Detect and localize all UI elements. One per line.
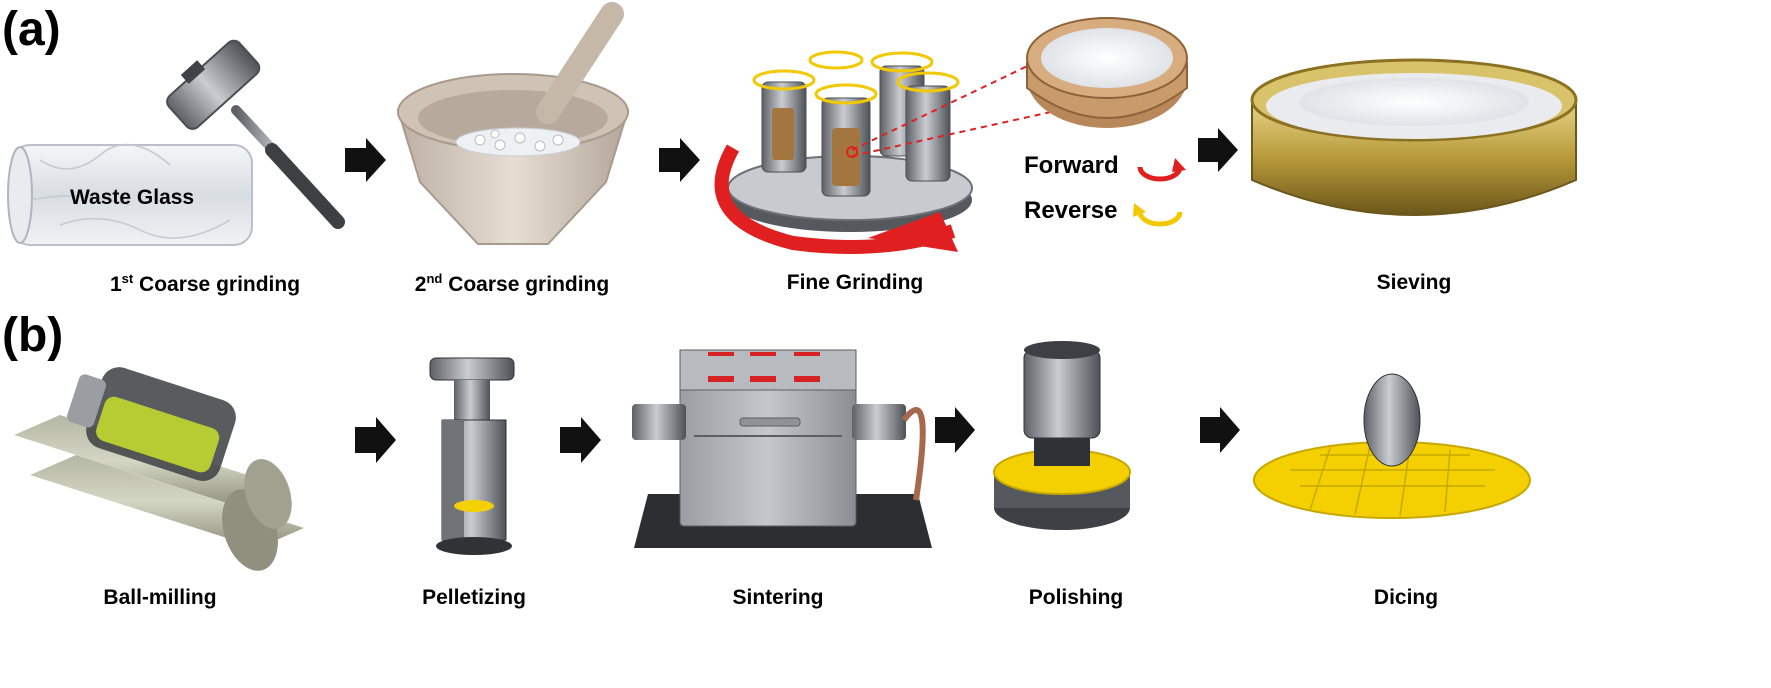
jar-zoom-bowl — [1026, 17, 1188, 128]
hammer-icon — [166, 39, 345, 229]
step-caption-coarse-grinding-2: 2nd Coarse grinding — [414, 271, 610, 296]
legend-forward-label: Forward — [1024, 152, 1119, 179]
forward-arrow-icon — [1137, 158, 1186, 182]
process-arrow-b2 — [560, 417, 601, 463]
step-caption-fine-grinding: Fine Grinding — [786, 271, 924, 294]
sieve-icon — [1250, 58, 1578, 216]
process-arrow-b3 — [935, 407, 975, 453]
legend-reverse-label: Reverse — [1024, 197, 1118, 224]
mortar-pestle-icon — [396, 2, 630, 245]
process-arrow-a1 — [345, 138, 386, 182]
step-caption-pelletizing: Pelletizing — [422, 586, 526, 609]
panel-label-a: (a) — [2, 3, 61, 56]
dicing-icon — [1253, 373, 1531, 519]
process-arrow-a2 — [659, 138, 700, 182]
planetary-ball-mill-icon — [714, 50, 1061, 254]
tube-furnace-icon — [632, 349, 932, 548]
panel-label-b: (b) — [2, 309, 64, 362]
step-caption-sintering: Sintering — [732, 586, 824, 609]
reverse-arrow-icon — [1133, 203, 1183, 227]
process-arrow-a3 — [1198, 128, 1238, 172]
step-caption-polishing: Polishing — [1028, 586, 1124, 609]
step-caption-dicing: Dicing — [1373, 586, 1439, 609]
waste-glass-label: Waste Glass — [70, 186, 195, 209]
waste-glass-block — [7, 143, 253, 246]
pellet-press-icon — [429, 357, 515, 555]
polishing-machine-icon — [993, 341, 1131, 530]
process-arrow-b4 — [1200, 407, 1240, 453]
step-caption-coarse-grinding-1: 1st Coarse grinding — [109, 271, 301, 296]
process-arrow-b1 — [355, 417, 396, 463]
step-caption-ball-milling: Ball-milling — [103, 586, 217, 609]
ball-mill-roller-icon — [14, 367, 304, 571]
step-caption-sieving: Sieving — [1376, 271, 1452, 294]
